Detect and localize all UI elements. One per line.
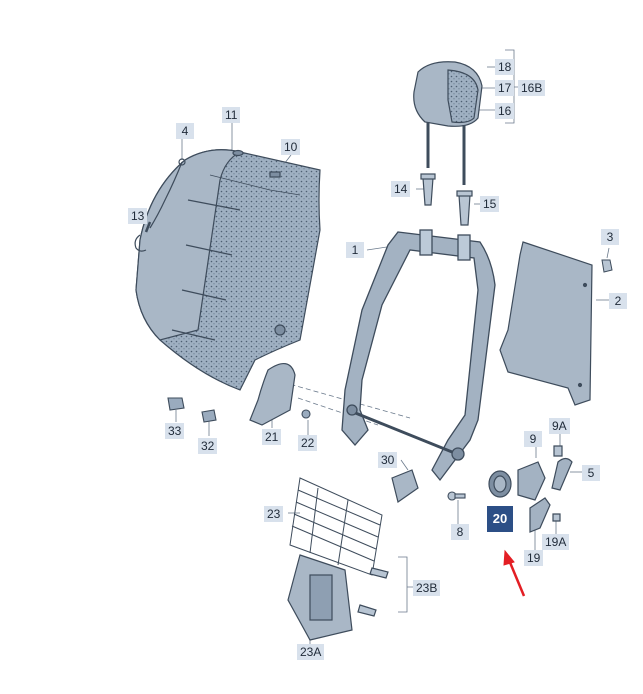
bracket-30: [391, 469, 419, 503]
part-label-19: 19: [524, 550, 544, 566]
part-label-19A: 19A: [542, 534, 570, 550]
part-label-2: 2: [609, 293, 627, 309]
part-label-9A: 9A: [549, 418, 570, 434]
headrest: [413, 61, 483, 185]
part-label-11: 11: [222, 107, 241, 123]
part-label-10: 10: [281, 139, 301, 155]
part-label-32: 32: [198, 438, 218, 454]
lumbar-support: [287, 554, 389, 641]
side-cover: [249, 363, 296, 426]
recliner-parts: [517, 445, 573, 533]
adjuster-knob: [488, 470, 512, 498]
backrest-frame: [341, 229, 496, 482]
clip-3: [601, 259, 613, 273]
bolt-8: [447, 491, 466, 501]
small-clips: [167, 397, 311, 423]
rear-panel: [499, 241, 593, 406]
indicator-arrow: [503, 549, 526, 597]
part-label-21: 21: [262, 429, 282, 445]
part-label-16: 16: [495, 103, 515, 119]
part-label-16B: 16B: [518, 80, 546, 96]
part-label-18: 18: [495, 59, 515, 75]
part-label-5: 5: [582, 465, 600, 481]
part-label-33: 33: [165, 423, 185, 439]
part-label-1: 1: [346, 242, 364, 258]
part-label-17: 17: [495, 80, 515, 96]
part-label-13: 13: [128, 208, 148, 224]
part-label-23: 23: [264, 506, 284, 522]
part-label-23B: 23B: [413, 580, 441, 596]
part-label-23A: 23A: [297, 644, 325, 660]
part-label-15: 15: [480, 196, 500, 212]
part-label-8: 8: [451, 524, 469, 540]
part-label-14: 14: [391, 181, 411, 197]
part-label-4: 4: [176, 123, 194, 139]
part-label-30: 30: [378, 452, 398, 468]
part-label-9: 9: [524, 431, 542, 447]
headrest-guides: [420, 173, 473, 226]
backrest-cover: [135, 149, 321, 391]
part-label-3: 3: [601, 229, 619, 245]
part-label-20-highlighted: 20: [487, 506, 513, 532]
part-label-22: 22: [298, 435, 318, 451]
cable-and-clip: [134, 158, 186, 252]
